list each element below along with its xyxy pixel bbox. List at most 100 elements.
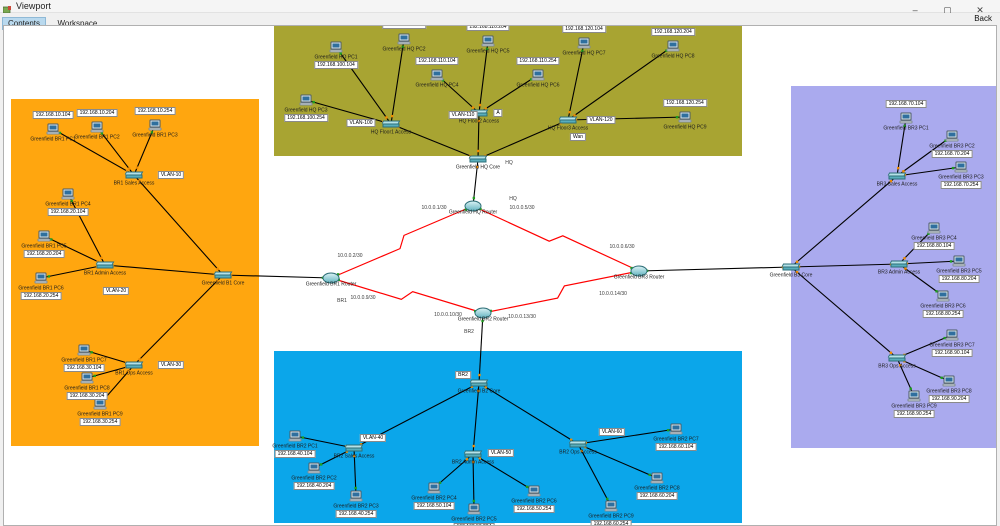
port-status-dot: [312, 100, 315, 104]
pc-icon: [308, 462, 320, 471]
port-status-dot: [50, 238, 53, 241]
device-name: Greenfield HQ PC5: [466, 48, 510, 55]
device-a_u2[interactable]: BR2 Admin Access: [452, 450, 494, 466]
port-status-dot: [150, 131, 154, 134]
port-status-dot: [484, 385, 488, 389]
lan-link: [40, 264, 106, 279]
switch-icon: [124, 361, 144, 365]
device-a_h3[interactable]: HQ Floor3 Access: [548, 116, 588, 132]
lan-link: [472, 382, 480, 455]
tab-workspace[interactable]: Workspace: [57, 19, 98, 28]
device-q8[interactable]: Greenfield HQ PC8: [651, 40, 695, 60]
device-r_br3[interactable]: Greenfield BR3 Router: [614, 265, 664, 281]
device-u5[interactable]: Greenfield BR3 PC5: [936, 255, 982, 275]
pc-icon: [428, 482, 440, 491]
device-r_br2[interactable]: Greenfield BR2 Router: [458, 307, 508, 323]
device-p3[interactable]: Greenfield BR1 PC3: [132, 119, 178, 139]
device-p5[interactable]: Greenfield BR1 PC5: [21, 230, 67, 250]
pc-icon: [605, 500, 617, 509]
switch-icon: [781, 263, 801, 267]
device-u4[interactable]: Greenfield BR3 PC4: [911, 222, 957, 242]
device-name: Greenfield BR2 PC7: [653, 436, 699, 443]
device-q5[interactable]: Greenfield HQ PC5: [466, 35, 510, 55]
device-q3[interactable]: Greenfield HQ PC3: [284, 94, 328, 114]
switch-icon: [124, 171, 144, 175]
device-name: Greenfield BR2 PC8: [634, 485, 680, 492]
device-p4[interactable]: Greenfield BR1 PC4: [45, 188, 91, 208]
maximize-icon[interactable]: ▢: [943, 5, 952, 15]
pc-icon: [900, 112, 912, 121]
titlebar: Viewport – ▢ ✕: [0, 0, 1000, 15]
port-status-dot: [897, 166, 900, 170]
device-c_hq[interactable]: Greenfield HQ Core: [456, 155, 500, 171]
device-a_u3[interactable]: BR2 Ops Access: [559, 440, 597, 456]
device-name: Greenfield BR3 PC5: [936, 268, 982, 275]
device-a_v2[interactable]: BR3 Admin Access: [878, 260, 920, 276]
port-status-dot: [940, 376, 943, 379]
device-b7[interactable]: Greenfield BR2 PC7: [653, 423, 699, 443]
device-c_b1[interactable]: Greenfield B1 Core: [202, 271, 244, 287]
router-icon: [474, 307, 492, 319]
device-q4[interactable]: Greenfield HQ PC4: [415, 69, 459, 89]
device-u3[interactable]: Greenfield BR3 PC3: [938, 161, 984, 181]
device-p2[interactable]: Greenfield BR1 PC2: [74, 121, 120, 141]
device-a_v3[interactable]: BR3 Ops Access: [878, 354, 916, 370]
device-u6[interactable]: Greenfield BR3 PC6: [920, 290, 966, 310]
device-p9[interactable]: Greenfield BR1 PC9: [77, 398, 123, 418]
minimize-icon[interactable]: –: [912, 5, 918, 15]
device-a_u1[interactable]: BR2 Sales Access: [334, 444, 374, 460]
device-b6[interactable]: Greenfield BR2 PC6: [511, 485, 557, 505]
device-b2[interactable]: Greenfield BR2 PC2: [291, 462, 337, 482]
device-b1[interactable]: Greenfield BR2 PC1: [272, 430, 318, 450]
device-u8[interactable]: Greenfield BR3 PC8: [926, 375, 972, 395]
close-icon[interactable]: ✕: [976, 5, 984, 15]
device-q6[interactable]: Greenfield HQ PC6: [516, 69, 560, 89]
device-u2[interactable]: Greenfield BR3 PC2: [929, 130, 975, 150]
port-status-dot: [138, 179, 141, 183]
device-r_hq[interactable]: Greenfield HQ Router: [449, 200, 497, 216]
device-name: Greenfield HQ PC3: [284, 107, 328, 114]
device-b3[interactable]: Greenfield BR2 PC3: [333, 490, 379, 510]
device-a_v1[interactable]: BR3 Sales Access: [877, 172, 917, 188]
device-a_o1[interactable]: BR1 Sales Access: [114, 171, 154, 187]
device-p7[interactable]: Greenfield BR1 PC7: [61, 344, 107, 364]
device-name: Greenfield BR2 PC1: [272, 443, 318, 450]
device-a_o2[interactable]: BR1 Admin Access: [84, 261, 126, 277]
port-status-dot: [943, 336, 946, 340]
device-a_h2[interactable]: HQ Floor2 Access: [459, 109, 499, 125]
device-name: Greenfield BR2 Router: [457, 316, 509, 323]
switch-icon: [558, 116, 578, 120]
device-b5[interactable]: Greenfield BR2 PC5: [451, 503, 497, 523]
device-name: Greenfield B3 Core: [769, 272, 813, 279]
device-p6[interactable]: Greenfield BR1 PC6: [18, 272, 64, 292]
device-q1[interactable]: Greenfield HQ PC1: [314, 41, 358, 61]
device-q7[interactable]: Greenfield HQ PC7: [562, 37, 606, 57]
back-button[interactable]: Back: [974, 14, 992, 23]
device-c_b3[interactable]: Greenfield B3 Core: [770, 263, 812, 279]
device-a_h1[interactable]: HQ Floor1 Access: [371, 120, 411, 136]
switch-icon: [95, 261, 115, 265]
device-b4[interactable]: Greenfield BR2 PC4: [411, 482, 457, 502]
port-status-dot: [951, 166, 955, 170]
pc-icon: [330, 41, 342, 50]
lan-link: [390, 123, 479, 160]
port-status-dot: [353, 454, 356, 458]
port-status-dot: [471, 106, 475, 109]
device-b8[interactable]: Greenfield BR2 PC8: [634, 472, 680, 492]
device-u7[interactable]: Greenfield BR3 PC7: [929, 329, 975, 349]
device-b9[interactable]: Greenfield BR2 PC9: [588, 500, 634, 520]
device-p1[interactable]: Greenfield BR1 PC1: [30, 123, 76, 143]
port-status-dot: [216, 267, 219, 271]
device-u9[interactable]: Greenfield BR3 PC9: [891, 390, 937, 410]
port-status-dot: [100, 132, 104, 135]
device-q2[interactable]: Greenfield HQ PC2: [382, 33, 426, 53]
device-name: Greenfield B1 Core: [201, 280, 245, 287]
port-status-dot: [530, 78, 533, 81]
device-c_b2[interactable]: Greenfield B2 Core: [458, 379, 500, 395]
device-u1[interactable]: Greenfield BR3 PC1: [883, 112, 929, 132]
device-r_br1[interactable]: Greenfield BR1 Router: [306, 272, 356, 288]
device-name: Greenfield HQ PC6: [516, 82, 560, 89]
device-q9[interactable]: Greenfield HQ PC9: [663, 111, 707, 131]
device-a_o3[interactable]: BR1 Ops Access: [115, 361, 153, 377]
device-p8[interactable]: Greenfield BR1 PC8: [64, 372, 110, 392]
